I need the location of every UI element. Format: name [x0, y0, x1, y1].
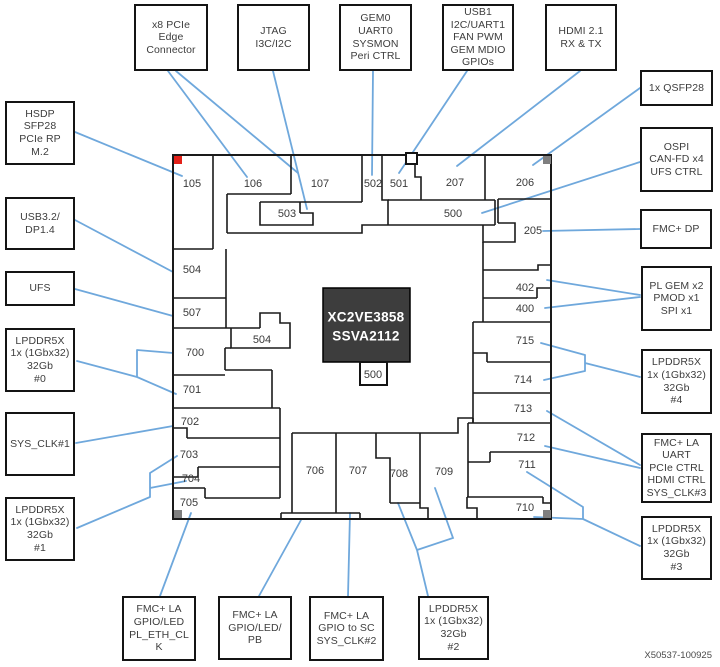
callout-label: HSDP SFP28 PCIe RP M.2	[19, 107, 61, 158]
callout-label: FMC+ LA UART PCIe CTRL HDMI CTRL SYS_CLK…	[646, 436, 707, 499]
bank-label-207: 207	[446, 177, 464, 189]
device-block	[322, 287, 411, 363]
callout-x8-pcie-edge-connector: x8 PCIe Edge Connector	[134, 4, 208, 71]
bank-label-710: 710	[516, 502, 534, 514]
corner-marker-gray-tr	[543, 156, 551, 164]
callout-fmc-la-gpio-led-pb: FMC+ LA GPIO/LED/ PB	[218, 596, 292, 660]
callout-fmc-dp: FMC+ DP	[640, 209, 712, 249]
callout-jtag-i3c-i2c: JTAG I3C/I2C	[237, 4, 310, 71]
bank-label-707: 707	[349, 465, 367, 477]
callout-label: PL GEM x2 PMOD x1 SPI x1	[649, 279, 704, 317]
connector-lines	[74, 70, 641, 597]
bank-label-205: 205	[524, 225, 542, 237]
callout-label: 1x QSFP28	[648, 81, 705, 94]
callout-label: FMC+ LA GPIO/LED/ PB	[228, 609, 282, 647]
top-edge-notch	[405, 152, 418, 165]
callout-lpddr5x-3: LPDDR5X 1x (1Gbx32) 32Gb #3	[641, 516, 712, 580]
bank-label-507: 507	[183, 307, 201, 319]
callout-label: FMC+ LA GPIO to SC SYS_CLK#2	[316, 609, 377, 647]
chip-outline	[172, 154, 552, 520]
bank-label-709: 709	[435, 466, 453, 478]
callout-label: LPDDR5X 1x (1Gbx32) 32Gb #1	[10, 503, 70, 554]
bank-label-703: 703	[180, 449, 198, 461]
callout-1x-qsfp28: 1x QSFP28	[640, 70, 713, 106]
bank-label-701: 701	[183, 384, 201, 396]
callout-lpddr5x-1: LPDDR5X 1x (1Gbx32) 32Gb #1	[5, 497, 75, 561]
bank-label-402: 402	[516, 282, 534, 294]
callout-label: LPDDR5X 1x (1Gbx32) 32Gb #4	[647, 356, 706, 407]
corner-marker-gray-bl	[174, 510, 182, 518]
device-package-label: SSVA2112	[332, 329, 399, 344]
bank-label-713: 713	[514, 403, 532, 415]
bank-label-501: 501	[390, 178, 408, 190]
callout-label: OSPI CAN-FD x4 UFS CTRL	[649, 140, 704, 178]
callout-gem0-uart0-sysmon: GEM0 UART0 SYSMON Peri CTRL	[339, 4, 412, 71]
bank-label-504-left: 504	[183, 264, 201, 276]
callout-ufs: UFS	[5, 271, 75, 306]
callout-label: HDMI 2.1 RX & TX	[558, 24, 604, 50]
callout-label: JTAG I3C/I2C	[255, 24, 292, 50]
bank-label-500-center: 500	[364, 369, 382, 381]
callout-label: FMC+ LA GPIO/LED PL_ETH_CL K	[129, 603, 189, 654]
callout-label: LPDDR5X 1x (1Gbx32) 32Gb #2	[424, 602, 483, 653]
callout-label: USB3.2/ DP1.4	[20, 210, 60, 236]
bank-label-105: 105	[183, 178, 201, 190]
bank-label-500-top: 500	[444, 208, 462, 220]
corner-marker-red	[174, 156, 182, 164]
callout-usb1-i2c-uart1: USB1 I2C/UART1 FAN PWM GEM MDIO GPIOs	[442, 4, 514, 71]
callout-ospi-canfd-ufs: OSPI CAN-FD x4 UFS CTRL	[640, 127, 713, 192]
callout-hdmi-2-1: HDMI 2.1 RX & TX	[545, 4, 617, 71]
callout-label: SYS_CLK#1	[10, 437, 70, 450]
bank-label-715: 715	[516, 335, 534, 347]
bank-label-705: 705	[180, 497, 198, 509]
callout-label: UFS	[29, 282, 51, 295]
bank-labels: 105 106 107 502 501 207 206 503 500 205 …	[180, 177, 542, 514]
figure-number-watermark: X50537-100925	[644, 650, 712, 661]
bank-label-107: 107	[311, 178, 329, 190]
bank-label-504-inner: 504	[253, 334, 271, 346]
callout-lpddr5x-4: LPDDR5X 1x (1Gbx32) 32Gb #4	[641, 349, 712, 414]
bank-label-400: 400	[516, 303, 534, 315]
callout-label: LPDDR5X 1x (1Gbx32) 32Gb #3	[647, 522, 706, 573]
bank-500-center-box	[359, 361, 388, 386]
bank-label-206: 206	[516, 177, 534, 189]
corner-marker-gray-br	[543, 510, 551, 518]
callout-fmc-la-uart-pcie-hdmi: FMC+ LA UART PCIe CTRL HDMI CTRL SYS_CLK…	[641, 433, 712, 503]
callout-label: FMC+ DP	[652, 222, 700, 235]
bank-label-700: 700	[186, 347, 204, 359]
callout-label: GEM0 UART0 SYSMON Peri CTRL	[350, 12, 401, 63]
bank-label-704: 704	[182, 473, 200, 485]
callout-usb32-dp14: USB3.2/ DP1.4	[5, 197, 75, 250]
bank-label-702: 702	[181, 416, 199, 428]
bank-label-706: 706	[306, 465, 324, 477]
bank-label-106: 106	[244, 178, 262, 190]
bank-label-502: 502	[364, 178, 382, 190]
bank-label-712: 712	[517, 432, 535, 444]
callout-fmc-la-pl-eth-clk: FMC+ LA GPIO/LED PL_ETH_CL K	[122, 596, 196, 661]
callout-label: USB1 I2C/UART1 FAN PWM GEM MDIO GPIOs	[450, 6, 506, 69]
bank-label-708: 708	[390, 468, 408, 480]
callout-pl-gem-pmod-spi: PL GEM x2 PMOD x1 SPI x1	[641, 266, 712, 331]
callout-hsdp-sfp28: HSDP SFP28 PCIe RP M.2	[5, 101, 75, 165]
callout-label: x8 PCIe Edge Connector	[146, 18, 196, 56]
callout-fmc-la-gpio-sc: FMC+ LA GPIO to SC SYS_CLK#2	[309, 596, 384, 661]
callout-lpddr5x-2: LPDDR5X 1x (1Gbx32) 32Gb #2	[418, 596, 489, 660]
callout-sys-clk-1: SYS_CLK#1	[5, 412, 75, 476]
bank-label-711: 711	[518, 459, 536, 471]
callout-label: LPDDR5X 1x (1Gbx32) 32Gb #0	[10, 334, 70, 385]
callout-lpddr5x-0: LPDDR5X 1x (1Gbx32) 32Gb #0	[5, 328, 75, 392]
bank-label-503: 503	[278, 208, 296, 220]
bank-label-714: 714	[514, 374, 532, 386]
bank-boundaries	[173, 155, 551, 519]
device-part-label: XC2VE3858	[327, 310, 404, 325]
